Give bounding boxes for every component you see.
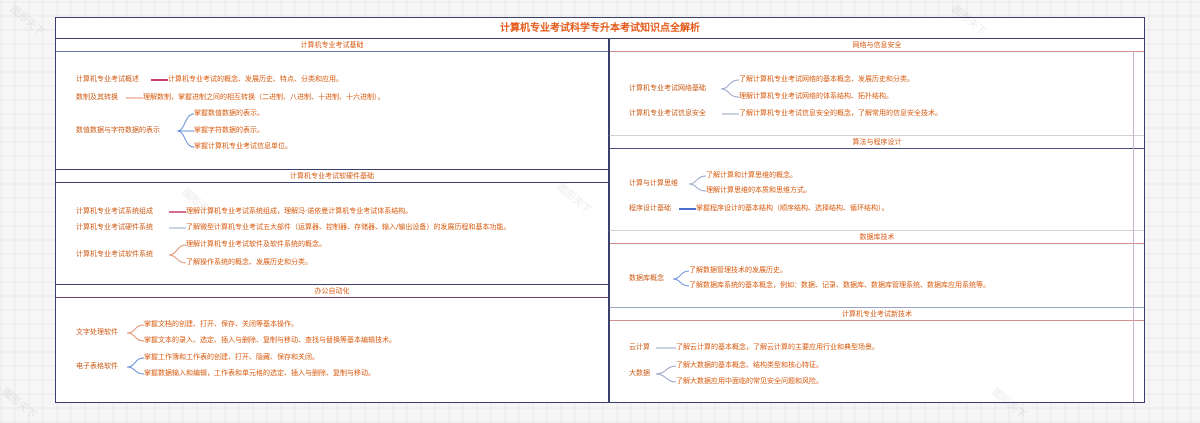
node-detail: 理解计算思维的本质和思维方式。	[706, 186, 811, 194]
section-algorithm: 算法与程序设计	[609, 135, 1144, 230]
node-label: 数据库概念	[629, 274, 664, 282]
section-office: 办公自动化	[56, 285, 609, 402]
watermark: 图形天下	[0, 384, 40, 421]
node-label: 计算机专业考试网络基础	[629, 84, 706, 92]
node-detail: 了解计算机专业考试网络的基本概念、发展历史和分类。	[739, 75, 914, 83]
node-detail: 了解微型计算机专业考试五大部件（运算器、控制器、存储器、输入/输出设备）的发展历…	[186, 223, 511, 231]
section-basics: 计算机专业考试基础	[56, 39, 609, 170]
connector-line	[720, 79, 740, 90]
connector-line	[168, 244, 187, 256]
node-label: 计算机专业考试系统组成	[76, 207, 153, 215]
node-detail: 了解操作系统的概念、发展历史和分类。	[186, 258, 312, 266]
node-label: 计算机专业考试信息安全	[629, 109, 706, 117]
connector-line	[126, 357, 145, 368]
node-detail: 理解计算机专业考试网络的体系结构、拓扑结构。	[739, 92, 893, 100]
node-detail: 掌握字符数据的表示。	[194, 126, 264, 134]
section-title: 数据库技术	[610, 231, 1144, 244]
connector-line	[655, 373, 677, 383]
right-column-side-line	[1133, 52, 1134, 402]
node-detail: 理解计算机专业考试软件及软件系统的概念。	[186, 240, 326, 248]
node-detail: 了解数据管理技术的发展历史。	[689, 266, 787, 274]
node-label: 计算与计算思维	[629, 179, 678, 187]
node-label: 数值数据与字符数据的表示	[76, 126, 160, 134]
node-label: 计算机专业考试硬件系统	[76, 223, 153, 231]
mind-map-sheet: 计算机专业考试科学专升本考试知识点全解析 计算机专业考试基础 计算机专业考试软硬…	[55, 17, 1145, 403]
node-detail: 理解数制，掌握进制之间的相互转换（二进制、八进制、十进制、十六进制）。	[143, 93, 385, 101]
connector-line	[688, 175, 707, 185]
connector-line	[672, 270, 690, 280]
watermark-text: 图形天下	[7, 3, 46, 39]
connector-line	[126, 332, 145, 342]
connector-line	[720, 88, 740, 98]
connector-line	[176, 113, 195, 132]
node-detail: 了解计算机专业考试信息安全的概念，了解常用的信息安全技术。	[739, 109, 942, 117]
node-detail: 了解大数据应用中面临的常见安全问题和风险。	[676, 377, 823, 385]
node-detail: 计算机专业考试的概念、发展历史、特点、分类和应用。	[168, 75, 343, 83]
node-label: 数制及其转换	[76, 93, 118, 101]
node-detail: 了解云计算的基本概念，了解云计算的主要应用行业和典型场景。	[676, 343, 879, 351]
node-detail: 了解数据库系统的基本概念，例如：数据、记录、数据库、数据库管理系统、数据库应用系…	[689, 281, 990, 289]
node-label: 大数据	[629, 369, 650, 377]
node-detail: 掌握程序设计的基本结构（顺序结构、选择结构、循环结构）。	[696, 204, 889, 212]
section-title: 算法与程序设计	[610, 136, 1144, 149]
node-label: 文字处理软件	[76, 328, 118, 336]
node-label: 计算机专业考试概述	[76, 75, 139, 83]
section-newtech: 计算机专业考试新技术	[609, 307, 1144, 402]
section-title: 计算机专业考试基础	[56, 39, 608, 52]
connector-line	[688, 183, 707, 192]
node-detail: 理解计算机专业考试系统组成，理解冯·诺依曼计算机专业考试体系结构。	[186, 207, 413, 215]
section-title: 计算机专业考试新技术	[610, 308, 1144, 321]
node-detail: 掌握数据输入和编辑，工作表和单元格的选定、插入与删除、复制与移动。	[144, 369, 375, 377]
node-detail: 了解大数据的基本概念、结构类型和核心特征。	[676, 361, 823, 369]
connector-line	[176, 130, 195, 148]
node-detail: 掌握工作簿和工作表的创建、打开、隐藏、保存和关闭。	[144, 353, 319, 361]
connector-line	[168, 254, 187, 264]
section-database: 数据库技术	[609, 230, 1144, 307]
node-label: 程序设计基础	[629, 204, 671, 212]
node-label: 云计算	[629, 343, 650, 351]
connector-line	[126, 324, 145, 334]
node-detail: 掌握数值数据的表示。	[194, 109, 264, 117]
connector-line	[655, 365, 677, 375]
section-title: 办公自动化	[56, 285, 608, 298]
connector-line	[126, 366, 145, 375]
section-hardware: 计算机专业考试软硬件基础	[56, 170, 609, 285]
section-title: 计算机专业考试软硬件基础	[56, 170, 608, 183]
main-title: 计算机专业考试科学专升本考试知识点全解析	[56, 18, 1144, 39]
node-detail: 掌握文档的创建、打开、保存、关闭等基本操作。	[144, 320, 298, 328]
connector-lines	[126, 79, 740, 383]
node-detail: 掌握计算机专业考试信息单位。	[194, 142, 292, 150]
node-label: 计算机专业考试软件系统	[76, 250, 153, 258]
node-detail: 了解计算和计算思维的概念。	[706, 171, 797, 179]
node-label: 电子表格软件	[76, 362, 118, 370]
node-detail: 掌握文本的录入、选定、插入与删除、复制与移动、查找与替换等基本编辑技术。	[144, 336, 396, 344]
section-title: 网络与信息安全	[610, 39, 1144, 52]
connector-line	[672, 278, 690, 287]
watermark: 图形天下	[8, 1, 48, 38]
watermark-text: 图形天下	[0, 386, 38, 422]
section-network: 网络与信息安全	[609, 39, 1144, 135]
